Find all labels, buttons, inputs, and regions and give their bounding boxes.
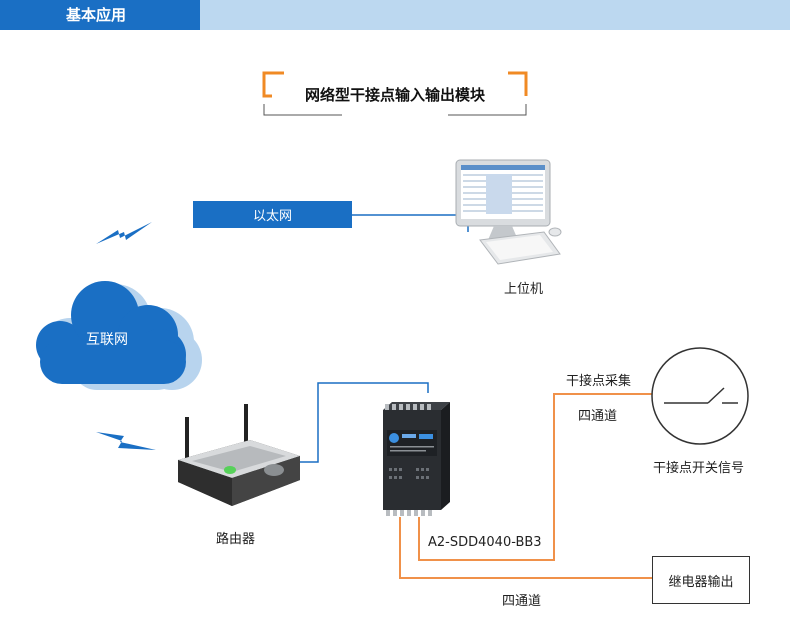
output-wire [399, 517, 652, 579]
relay-output-box: 继电器输出 [652, 556, 750, 604]
input-wire [418, 393, 652, 561]
output-channels-label: 四通道 [502, 594, 542, 609]
pc-label: 上位机 [504, 282, 544, 297]
switch-symbol-icon [651, 347, 749, 445]
dry-contact-collect-label: 干接点采集 [566, 374, 632, 389]
io-module-icon [383, 402, 450, 516]
title-frame [262, 71, 528, 116]
internet-label: 互联网 [86, 332, 128, 348]
switch-signal-label: 干接点开关信号 [653, 461, 745, 476]
input-channels-label: 四通道 [578, 409, 618, 424]
computer-icon [455, 159, 562, 265]
wireless-signal-icon [96, 222, 152, 244]
router-label: 路由器 [216, 532, 256, 547]
device-model-label: A2-SDD4040-BB3 [428, 535, 542, 550]
ethernet-label: 以太网 [193, 201, 352, 228]
diagram-title: 网络型干接点输入输出模块 [304, 85, 485, 104]
router-icon [178, 404, 300, 506]
wireless-signal-icon [96, 432, 156, 450]
router-device-wire [298, 382, 429, 463]
section-title: 基本应用 [0, 0, 200, 30]
cloud-icon [36, 281, 202, 390]
ethernet-wire [352, 214, 469, 232]
